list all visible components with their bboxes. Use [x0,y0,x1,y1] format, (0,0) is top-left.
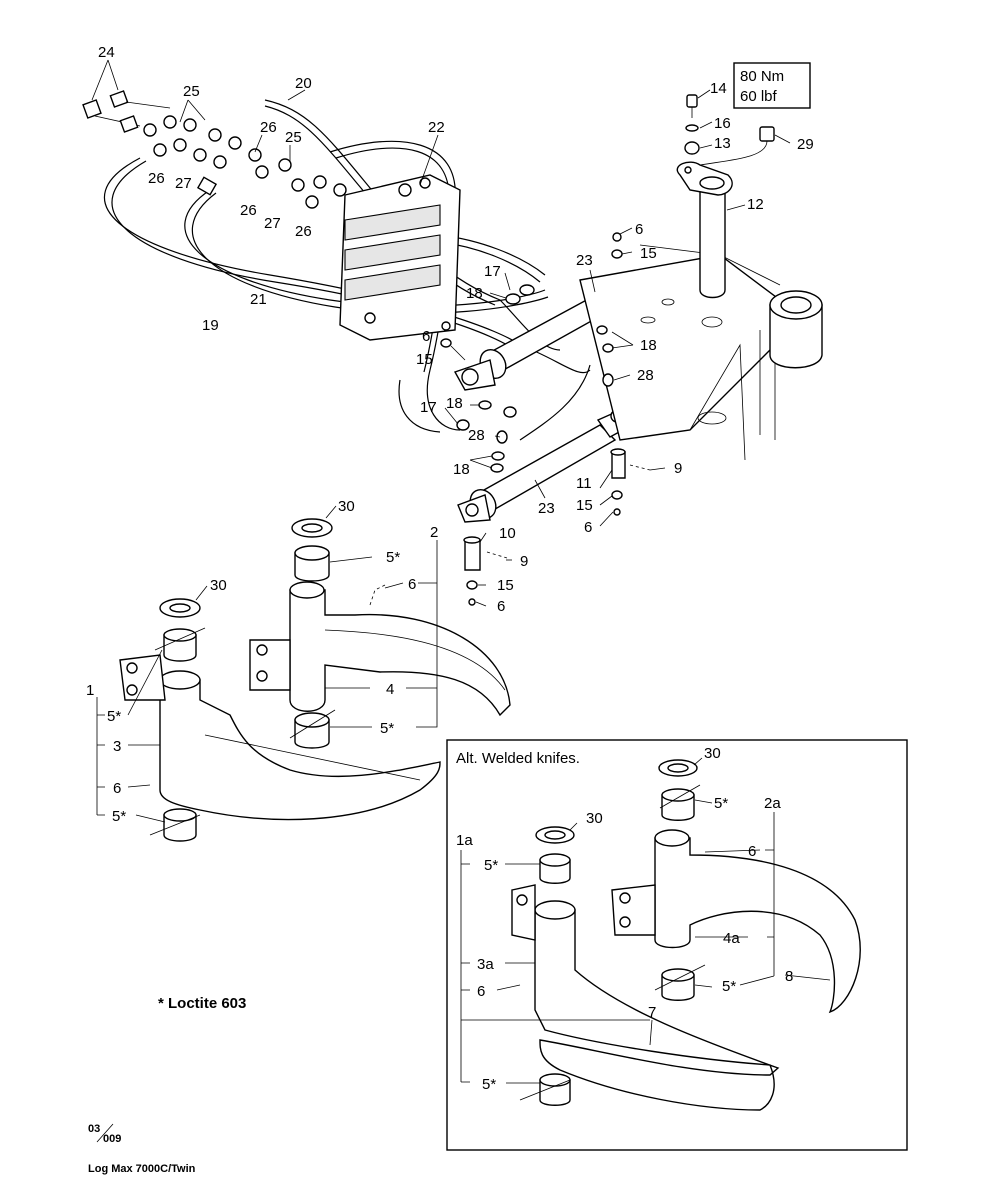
small-parts [440,232,651,606]
callout-25: 25 [285,129,302,146]
callout-30: 30 [586,810,603,827]
callout-9: 9 [520,553,528,570]
callout-14: 14 [710,80,727,97]
callout-17: 17 [484,263,501,280]
callout-23: 23 [576,252,593,269]
callout-15: 15 [576,497,593,514]
callout-18: 18 [453,461,470,478]
callout-labels: 24 25 20 26 25 22 26 27 26 27 26 14 16 1… [86,44,814,1093]
callout-30: 30 [704,745,721,762]
swivel-boss [769,290,823,369]
callout-5-star: 5* [714,795,728,812]
callout-6: 6 [584,519,592,536]
callout-1a: 1a [456,832,473,849]
inset-frame [446,739,908,1151]
callout-26: 26 [295,223,312,240]
knife-3 [119,598,441,842]
callout-19: 19 [202,317,219,334]
callout-26: 26 [240,202,257,219]
callout-27: 27 [264,215,281,232]
callout-6: 6 [408,576,416,593]
page-ref-bottom: 009 [103,1133,121,1145]
page-ref-top: 03 [88,1123,100,1135]
callout-12: 12 [747,196,764,213]
callout-6: 6 [422,328,430,345]
callout-3: 3 [113,738,121,755]
callout-23: 23 [538,500,555,517]
loctite-note: * Loctite 603 [158,995,246,1012]
callout-26: 26 [260,119,277,136]
callout-1: 1 [86,682,94,699]
callout-2: 2 [430,524,438,541]
callout-15: 15 [416,351,433,368]
callout-25: 25 [183,83,200,100]
callout-9: 9 [674,460,682,477]
torque-nm-text: 80 Nm [740,68,784,85]
callout-4: 4 [386,681,394,698]
callout-15: 15 [497,577,514,594]
pin-12-assembly [676,94,775,299]
callout-5-star: 5* [112,808,126,825]
footer-model: Log Max 7000C/Twin [88,1163,196,1175]
callout-6: 6 [748,843,756,860]
callout-30: 30 [338,498,355,515]
knife-4 [249,518,511,749]
callout-18: 18 [466,285,483,302]
torque-lbf-text: 60 lbf [740,88,778,105]
label-leaders [91,59,831,1084]
callout-6: 6 [113,780,121,797]
callout-18: 18 [446,395,463,412]
callout-3a: 3a [477,956,494,973]
callout-29: 29 [797,136,814,153]
inset-title: Alt. Welded knifes. [456,750,580,767]
knife-4a [611,759,861,1014]
callout-24: 24 [98,44,115,61]
callout-21: 21 [250,291,267,308]
callout-7: 7 [648,1004,656,1021]
hose-fittings [82,90,347,209]
torque-spec-box [733,62,811,109]
callout-5-star: 5* [107,708,121,725]
callout-27: 27 [175,175,192,192]
callout-15: 15 [640,245,657,262]
callout-10: 10 [499,525,516,542]
callout-5-star: 5* [386,549,400,566]
callout-16: 16 [714,115,731,132]
callout-28: 28 [637,367,654,384]
callout-18: 18 [640,337,657,354]
callout-28: 28 [468,427,485,444]
callout-17: 17 [420,399,437,416]
callout-4a: 4a [723,930,740,947]
callout-5-star: 5* [380,720,394,737]
callout-2a: 2a [764,795,781,812]
page-ref-slash [96,1123,114,1143]
callout-6: 6 [477,983,485,1000]
callout-26: 26 [148,170,165,187]
callout-6: 6 [497,598,505,615]
callout-30: 30 [210,577,227,594]
valve-block [339,174,461,341]
knife-3a [511,826,780,1111]
callout-8: 8 [785,968,793,985]
callout-5-star: 5* [722,978,736,995]
callout-20: 20 [295,75,312,92]
callout-6: 6 [635,221,643,238]
callout-5-star: 5* [482,1076,496,1093]
callout-13: 13 [714,135,731,152]
callout-11: 11 [576,475,592,492]
callout-22: 22 [428,119,445,136]
callout-5-star: 5* [484,857,498,874]
